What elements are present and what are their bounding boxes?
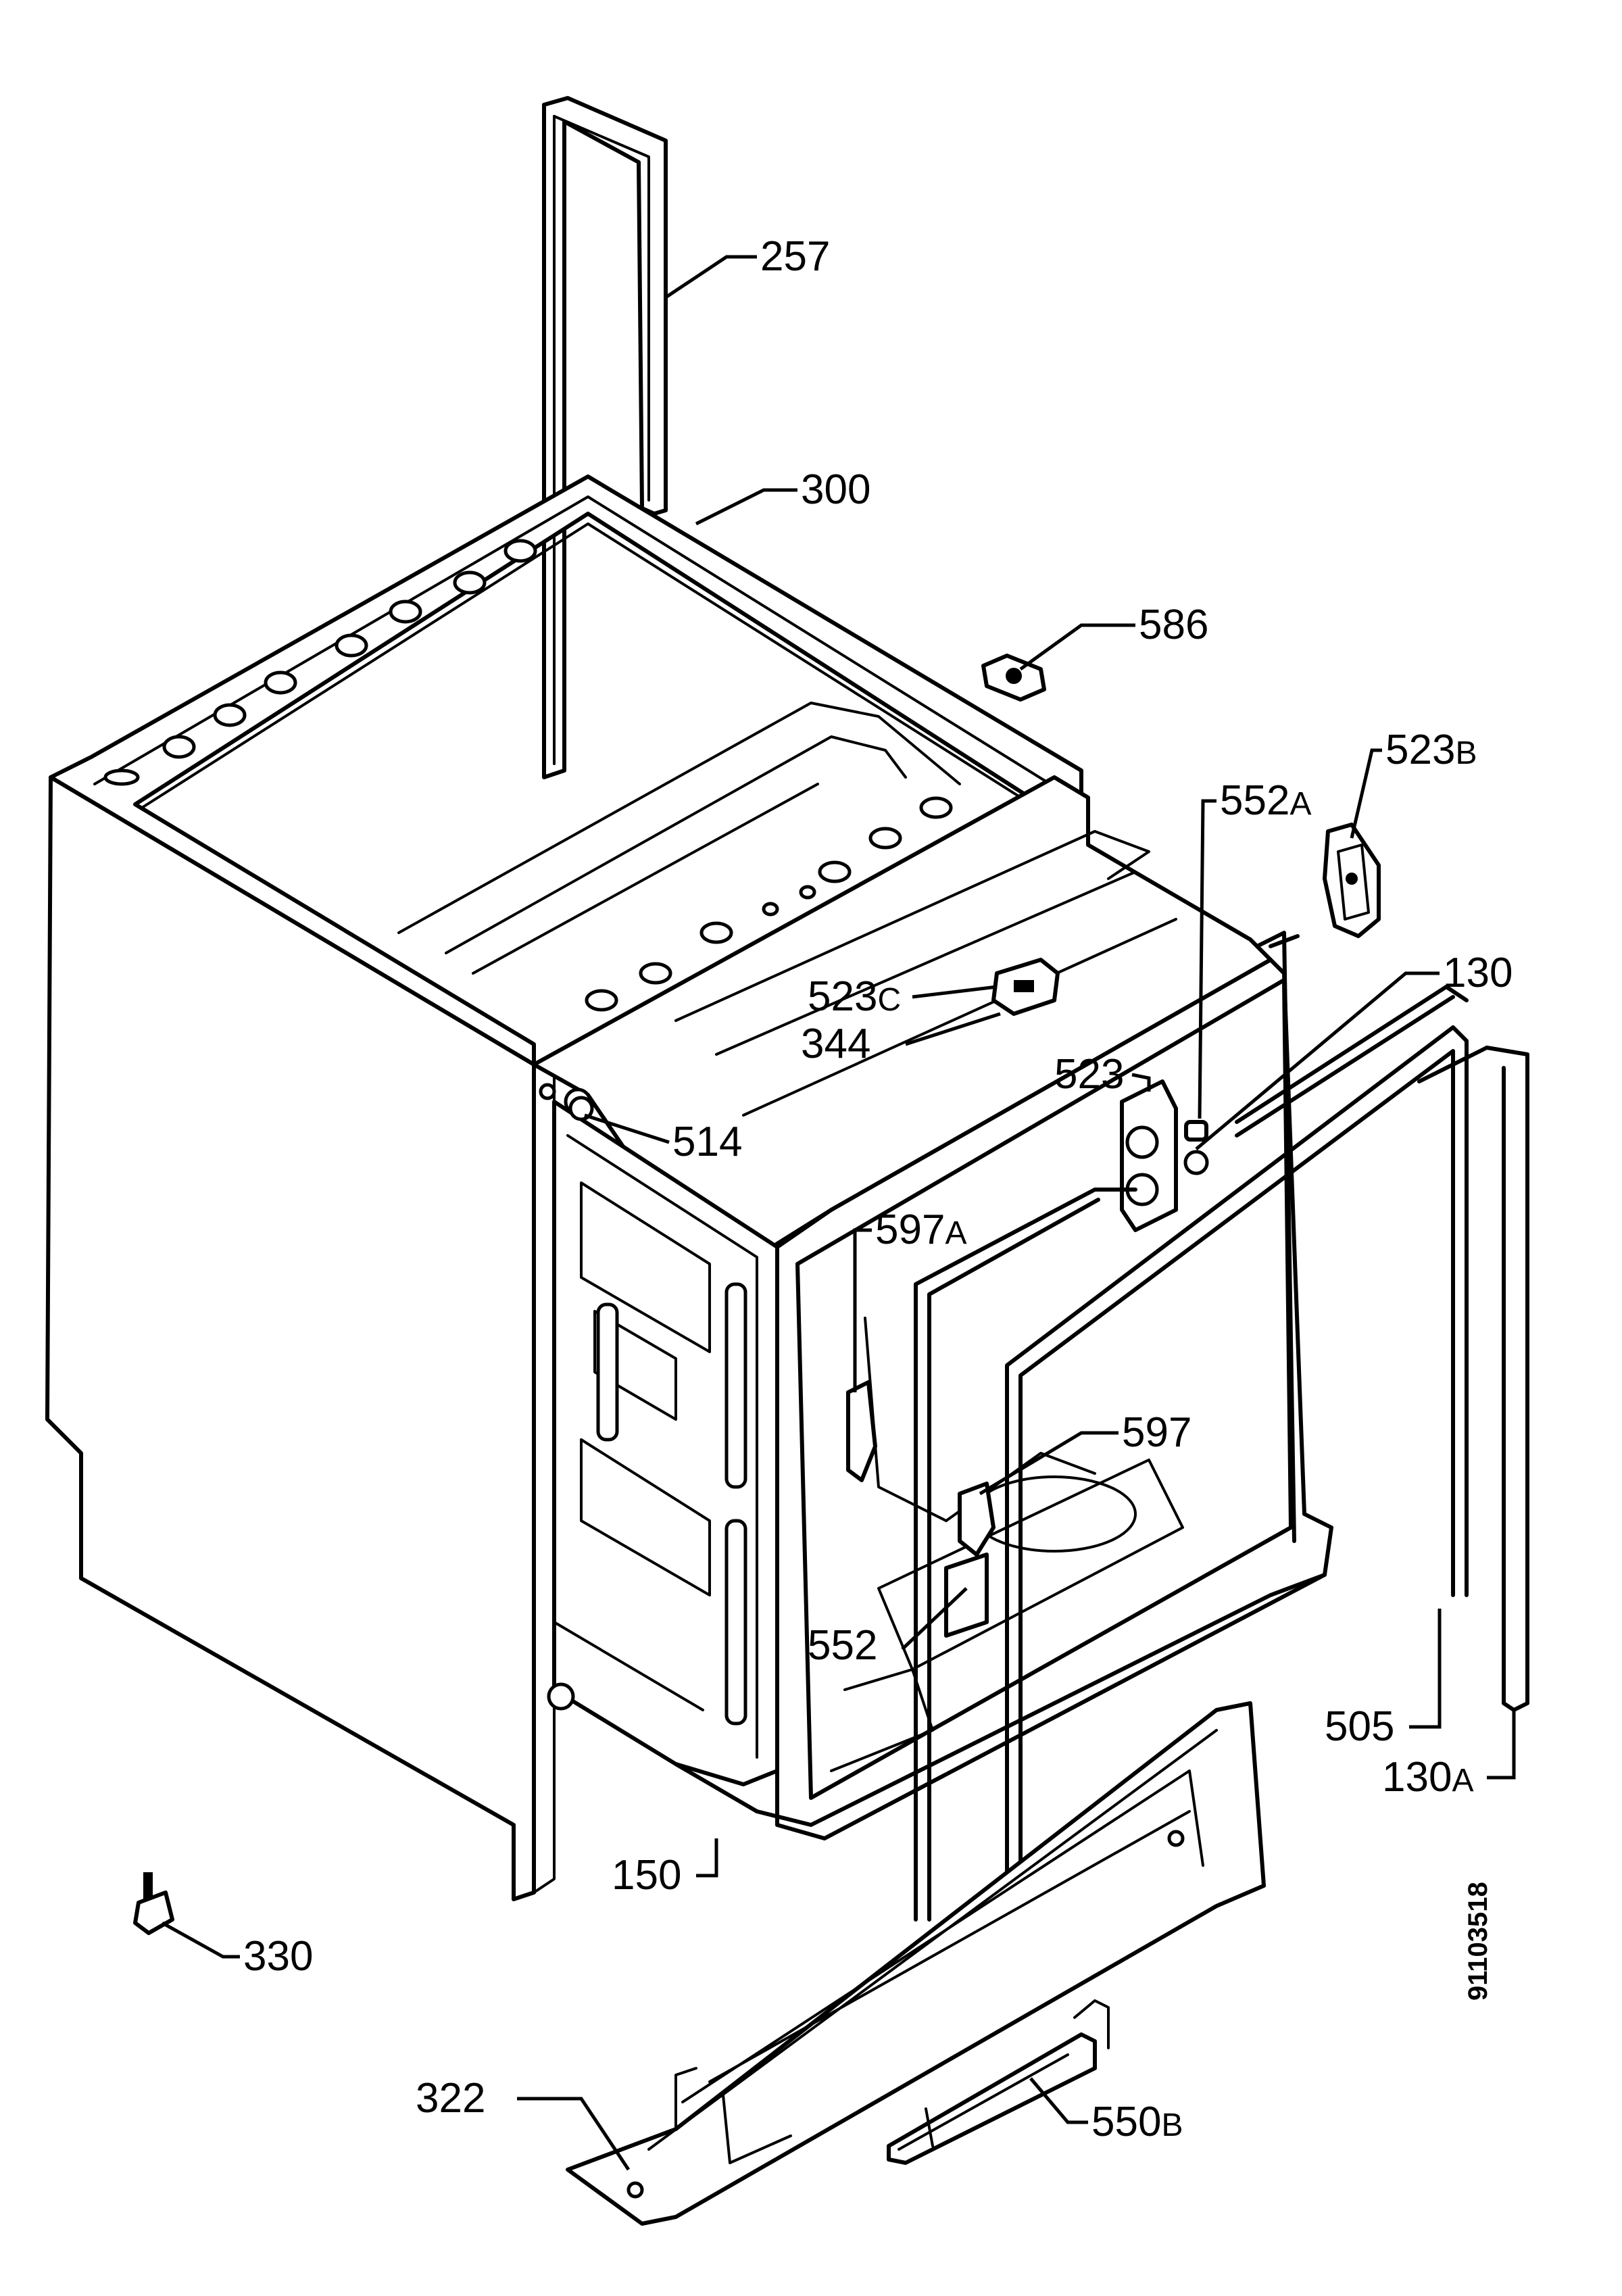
callout-597: 597 [1122, 1409, 1191, 1456]
tub-left-side [547, 1100, 779, 1786]
callout-597a: 597A [875, 1206, 966, 1253]
cabinet-left-side-panel [45, 775, 556, 1901]
callout-330: 330 [243, 1933, 313, 1980]
callout-130: 130 [1443, 950, 1513, 996]
callout-514: 514 [672, 1119, 742, 1165]
part-597a-latch [846, 1380, 877, 1482]
callout-labels: 257 300 586 523B 552A 130 523C 344 523 5… [243, 233, 1513, 2145]
part-150-tub-base [674, 1573, 1327, 1827]
callout-552a: 552A [1220, 777, 1311, 824]
part-322-base [566, 1701, 1266, 2226]
callout-523c: 523C [808, 973, 901, 1020]
part-505-seal [1005, 1025, 1469, 2003]
callout-586: 586 [1139, 602, 1208, 648]
callout-130a: 130A [1382, 1754, 1473, 1801]
part-552a-bolt [1184, 1120, 1208, 1142]
callout-344: 344 [801, 1021, 870, 1067]
part-597-latch [958, 1482, 996, 1557]
callout-322: 322 [416, 2075, 485, 2122]
part-523c-clip [991, 958, 1060, 1016]
part-257-strip [542, 96, 668, 779]
part-523b-bracket [1323, 823, 1381, 938]
part-514-screw [568, 1096, 594, 1121]
part-552-bracket [944, 1553, 989, 1638]
callout-257: 257 [760, 233, 830, 280]
part-586-clip [981, 654, 1046, 702]
callout-552: 552 [808, 1622, 877, 1669]
callout-300: 300 [801, 466, 870, 513]
part-130a-seal [1417, 1046, 1529, 1712]
part-523-hinge [1120, 1079, 1178, 1232]
callout-550b: 550B [1091, 2099, 1183, 2145]
leader-lines [161, 255, 1516, 2171]
callout-523b: 523B [1385, 727, 1477, 773]
callout-505: 505 [1325, 1703, 1394, 1750]
part-550b-bracket [887, 1999, 1110, 2165]
part-gasket-inner [914, 931, 1300, 1922]
callout-150: 150 [612, 1852, 681, 1899]
part-130-washer [1183, 1150, 1209, 1175]
part-130-seal [1235, 985, 1469, 1138]
callout-523: 523 [1054, 1051, 1124, 1098]
document-number: 91103518 [1463, 1882, 1493, 2001]
